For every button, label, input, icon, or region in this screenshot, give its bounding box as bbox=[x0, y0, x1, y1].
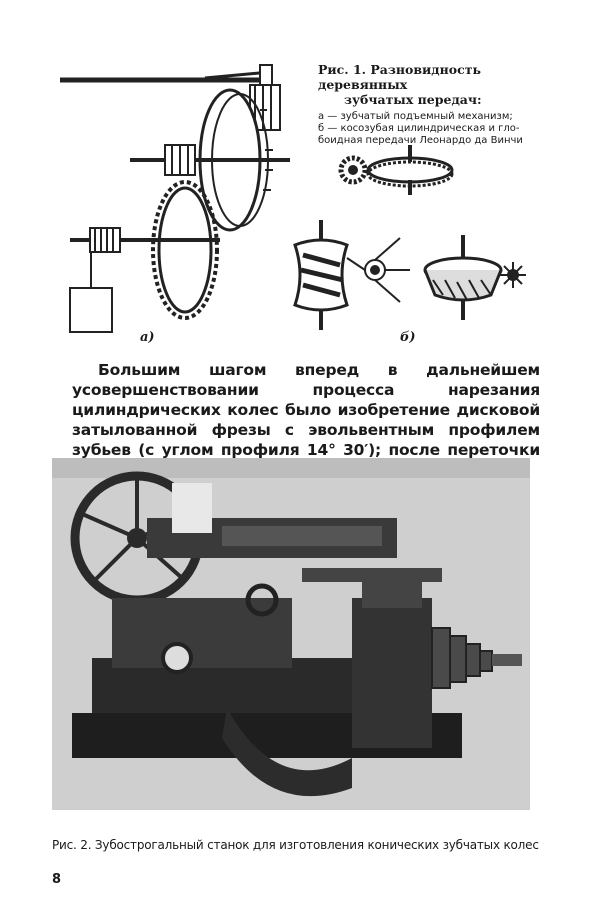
figure1-label-b: б) bbox=[400, 330, 416, 345]
figure1-b-drawing bbox=[293, 145, 526, 330]
figure1-legend-b2: боидная передачи Леонардо да Винчи bbox=[318, 135, 523, 146]
page-number: 8 bbox=[52, 872, 62, 887]
figure2-machine-photo bbox=[52, 458, 530, 810]
figure2-caption: Рис. 2. Зубострогальный станок для изгот… bbox=[52, 838, 539, 852]
figure1-title-line1: Рис. 1. Разновидность деревянных bbox=[318, 62, 481, 92]
figure1-label-a: а) bbox=[140, 330, 155, 345]
figure1-legend-a: а — зубчатый подъемный механизм; bbox=[318, 111, 513, 122]
figure1-title-line2: зубчатых передач: bbox=[344, 92, 482, 107]
figure1-caption: Рис. 1. Разновидность деревянных зубчаты… bbox=[318, 62, 558, 147]
figure1-legend-b: б — косозубая цилиндрическая и гло- bbox=[318, 123, 520, 134]
figure1-a-drawing bbox=[60, 64, 290, 333]
